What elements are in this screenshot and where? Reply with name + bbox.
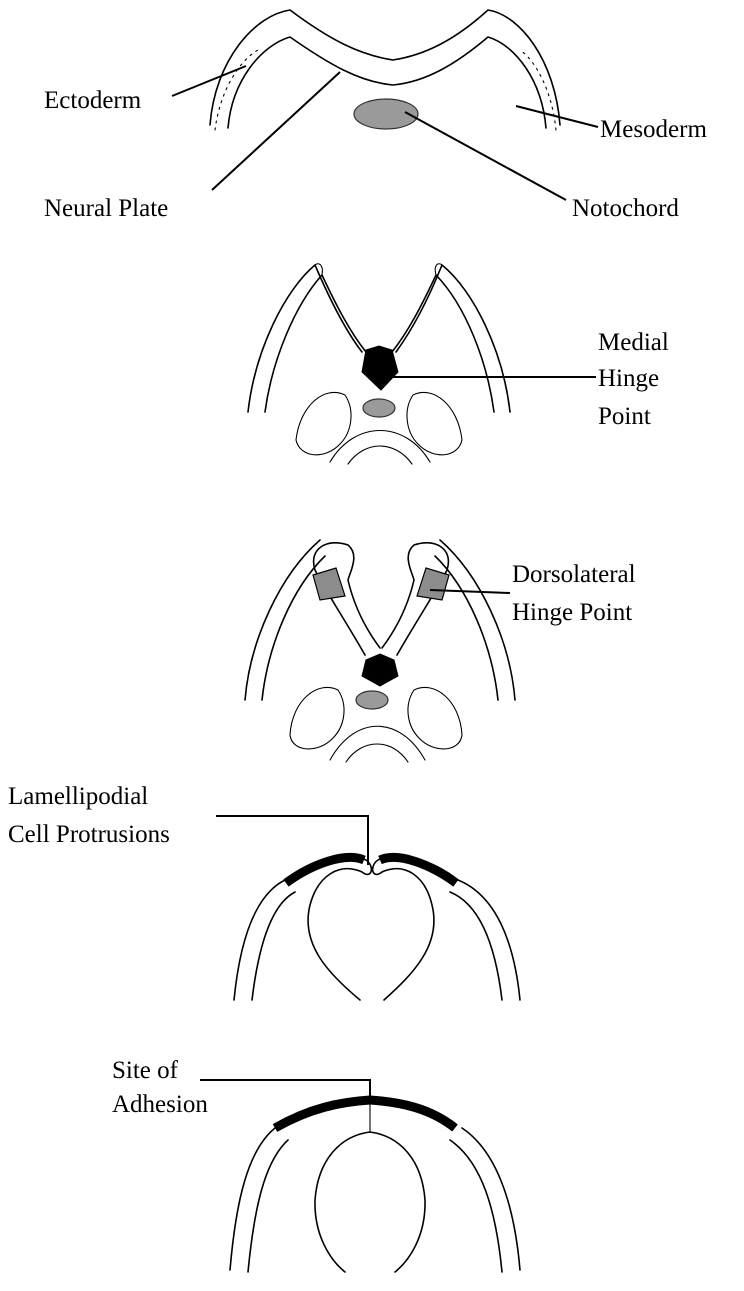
notochord-shape [363, 399, 395, 417]
stage-adhesion: Site of Adhesion [112, 1057, 520, 1272]
gut-arc-inner [348, 446, 412, 464]
left-fold-outer [248, 265, 362, 412]
lamellipodial-label-line2: Cell Protrusions [8, 821, 170, 848]
neural-plate-label: Neural Plate [44, 195, 168, 222]
notochord-shape [356, 691, 388, 709]
fused-ectoderm-band [275, 1100, 455, 1128]
mesoderm-leader [516, 106, 598, 127]
left-protrusion-band [286, 857, 364, 883]
adhesion-label-line2: Adhesion [112, 1091, 208, 1118]
notochord-leader [405, 112, 566, 200]
right-somite [408, 687, 462, 749]
gut-arc-inner [346, 744, 408, 762]
right-dorsolateral-hinge-point-shape [417, 568, 449, 600]
gut-arc-outer [330, 726, 425, 760]
medial-hinge-point-shape [362, 346, 398, 390]
stage-lamellipodial: Lamellipodial Cell Protrusions [8, 783, 520, 1000]
medial-hinge-point-shape [362, 654, 398, 686]
adhesion-label-line1: Site of [112, 1057, 179, 1084]
medial-hinge-label-line3: Point [598, 403, 651, 430]
stage-neural-plate: Ectoderm Neural Plate Mesoderm Notochord [44, 10, 707, 222]
notochord-label: Notochord [572, 195, 679, 222]
right-ectoderm-outer [462, 1128, 520, 1270]
right-somite [407, 392, 462, 454]
left-somite [290, 687, 344, 749]
dorsolateral-hinge-label-line2: Hinge Point [512, 599, 632, 626]
right-ectoderm-inner [450, 892, 502, 1000]
neural-plate-leader [212, 72, 340, 190]
lamellipodial-label-line1: Lamellipodial [8, 783, 148, 810]
left-ectoderm-inner [248, 1140, 288, 1272]
ectoderm-label: Ectoderm [44, 87, 142, 114]
medial-hinge-label-line1: Medial [598, 329, 669, 356]
left-ectoderm-outer [230, 1128, 275, 1270]
left-ectoderm-outer [234, 880, 285, 1000]
left-fold-inner [265, 275, 366, 412]
ectoderm-leader [172, 66, 246, 96]
right-ectoderm-inner [450, 1140, 502, 1272]
medial-hinge-label-line2: Hinge [598, 365, 659, 392]
right-fold-outer [396, 265, 510, 412]
mesoderm-label: Mesoderm [600, 116, 707, 143]
dorsolateral-hinge-label-line1: Dorsolateral [512, 561, 636, 588]
right-fold-inner [392, 275, 494, 412]
left-dorsolateral-hinge-point-shape [313, 568, 345, 600]
stage-dorsolateral-hinge: Dorsolateral Hinge Point [245, 540, 636, 762]
stage-medial-hinge: Medial Hinge Point [248, 264, 669, 464]
neural-tube [315, 1132, 425, 1272]
right-protrusion-band [380, 857, 456, 883]
